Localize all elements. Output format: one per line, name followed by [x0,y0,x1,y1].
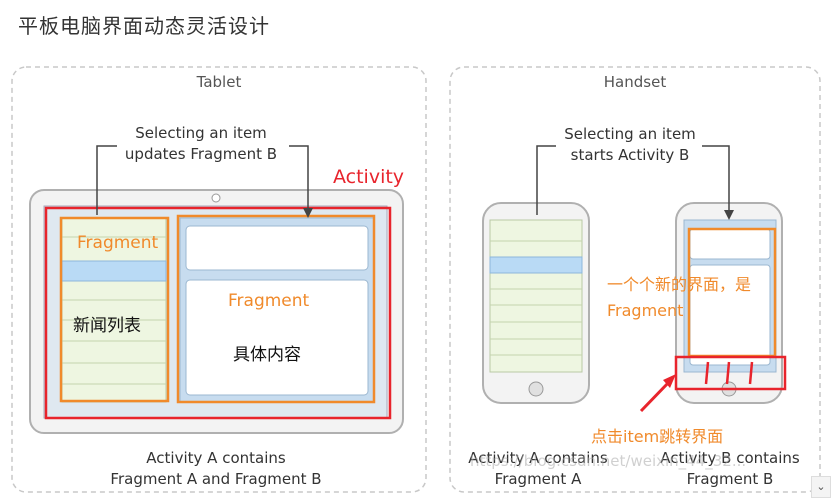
tablet-panel [11,66,427,493]
fragment-b-text: 具体内容 [233,345,301,365]
tablet-list-rows [62,236,166,385]
phone-b-nav-ticks [704,361,754,385]
click-note: 点击item跳转界面 [591,427,724,446]
tablet-callout-arrowhead [303,208,313,218]
phone-a-screen [489,219,583,373]
phone-b-caption: Activity B contains Fragment B [650,448,810,490]
handset-callout-line [536,145,730,215]
activity-label: Activity [333,166,405,188]
handset-callout: Selecting an item starts Activity B [530,124,730,166]
activity-box [44,206,392,420]
tablet-detail-top [185,225,369,271]
handset-fragment-note: 一个个新的界面，是 Fragment [607,272,751,324]
fragment-a-label: Fragment [77,233,159,253]
tablet-callout: Selecting an item updates Fragment B [101,123,301,165]
tablet-list-selected-row [61,260,167,282]
handset-panel [449,66,821,493]
phone-b-nav-highlight [674,355,787,391]
phone-a-caption: Activity A contains Fragment A [458,448,618,490]
handset-note-line-2: Fragment [607,301,684,320]
handset-callout-line-1: Selecting an item [564,125,696,143]
tablet-caption-line-1: Activity A contains [146,449,286,467]
tablet-detail-body [185,279,369,396]
tablet-caption-line-2: Fragment A and Fragment B [110,470,322,488]
phone-a-home-button [528,381,544,397]
tablet-label: Tablet [196,73,242,91]
click-arrow-shaft [639,379,672,413]
tablet-camera [211,193,221,203]
handset-callout-line-2: starts Activity B [570,146,690,164]
tablet-callout-line-2: updates Fragment B [124,145,278,163]
tablet-caption: Activity A contains Fragment A and Fragm… [66,448,366,490]
page-title: 平板电脑界面动态灵活设计 [18,14,270,38]
handset-callout-arrowhead [724,210,734,220]
fragment-b-box [176,214,376,404]
phone-b-caption-line-1: Activity B contains [660,449,800,467]
tablet-callout-line-1: Selecting an item [135,124,267,142]
phone-a-caption-line-1: Activity A contains [468,449,608,467]
phone-b-detail-top [689,228,771,260]
chevron-down-icon[interactable]: ⌄ [811,476,831,498]
handset-label: Handset [603,73,667,91]
watermark: https://blog.csdn.net/weixin_44_32... [470,452,747,470]
fragment-a-box [59,216,170,403]
fragment-a-text: 新闻列表 [73,316,141,336]
phone-b-caption-line-2: Fragment B [686,470,774,488]
tablet-list [61,217,167,403]
fragment-b-label: Fragment [228,291,310,311]
phone-a-caption-line-2: Fragment A [494,470,582,488]
tablet-callout-bracket [96,145,309,215]
handset-note-line-1: 一个个新的界面，是 [607,275,752,294]
phone-a-selected-row [489,256,583,274]
click-arrow-head [663,374,676,388]
